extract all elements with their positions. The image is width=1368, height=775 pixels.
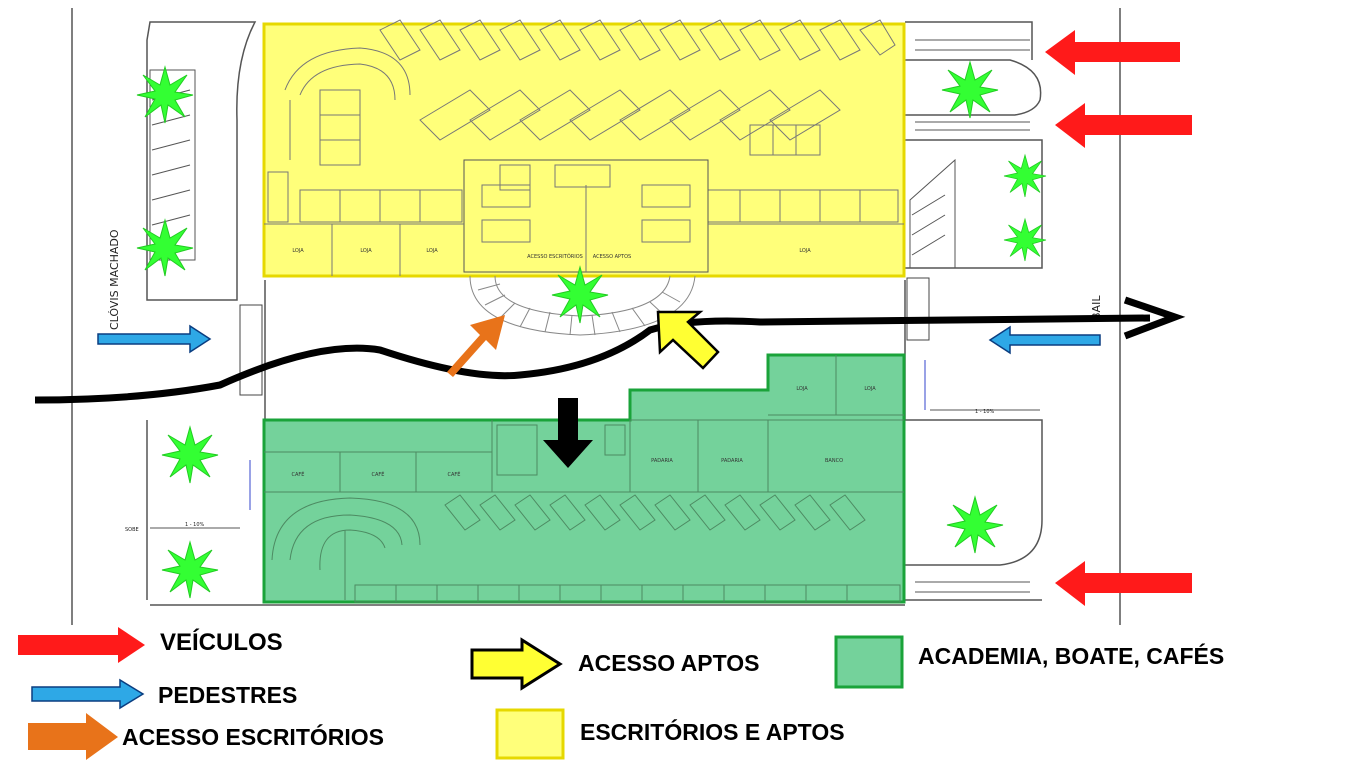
padaria-label-1: PADARIA: [651, 458, 673, 464]
tree-icon: [136, 65, 194, 124]
lane-markers: [150, 39, 1040, 593]
cafe-label-1: CAFÉ: [292, 470, 305, 478]
loja-label-2: LOJA: [360, 248, 372, 254]
legend-office-access-arrow-icon: [28, 713, 118, 760]
loja-label-3: LOJA: [426, 248, 438, 254]
street-label-right: BAIL: [1090, 295, 1103, 320]
legend: [18, 627, 904, 760]
apt-access-arrow-icon: [656, 310, 720, 370]
tree-icon: [1003, 153, 1047, 198]
tree-icon: [136, 218, 194, 277]
pedestrian-arrow-icon: [988, 325, 1101, 355]
loja-label-5: LOJA: [796, 386, 808, 392]
legend-academia-swatch: [834, 635, 904, 689]
right-parking-strip: [909, 158, 956, 269]
legend-vehicle-arrow-icon: [18, 627, 145, 663]
circulation-path: [34, 314, 1151, 404]
tree-icon: [161, 425, 219, 484]
crosswalks: [239, 277, 930, 396]
legend-pedestrian-arrow-icon: [31, 678, 145, 710]
cafe-label-2: CAFÉ: [372, 470, 385, 478]
legend-escritorios-swatch: [495, 708, 565, 760]
cafe-label-3: CAFÉ: [448, 470, 461, 478]
pedestrian-arrow-icon: [97, 324, 212, 354]
loja-label-6: LOJA: [864, 386, 876, 392]
office-access-arrow-icon: [447, 315, 505, 377]
legend-acesso-escritorios-label: ACESSO ESCRITÓRIOS: [122, 724, 384, 750]
legend-pedestres-label: PEDESTRES: [158, 682, 298, 708]
vehicle-arrow-icon: [1055, 561, 1192, 606]
loja-label-4: LOJA: [799, 248, 811, 254]
ramp-label-right: 1 - 10%: [975, 409, 995, 415]
tree-icon: [1003, 217, 1047, 262]
legend-acesso-aptos-label: ACESSO APTOS: [578, 650, 760, 676]
loja-label-1: LOJA: [292, 248, 304, 254]
tree-icon: [551, 265, 609, 324]
banco-label: BANCO: [825, 458, 843, 464]
ramp-label-left: 1 - 10%: [185, 522, 205, 528]
trees: [136, 60, 1047, 599]
circulation-arrow-head-icon: [1123, 296, 1186, 340]
street-outlines: [71, 8, 1121, 625]
padaria-label-2: PADARIA: [721, 458, 743, 464]
vehicle-arrow-icon: [1045, 30, 1180, 75]
legend-veiculos-label: VEÍCULOS: [160, 629, 283, 656]
acesso-escritorios-plan-label: ACESSO ESCRITÓRIOS: [527, 253, 583, 260]
tree-icon: [161, 540, 219, 599]
down-arrow-icon: [543, 398, 593, 468]
legend-academia-label: ACADEMIA, BOATE, CAFÉS: [918, 643, 1225, 669]
tree-icon: [941, 60, 999, 119]
legend-escritorios-aptos-label: ESCRITÓRIOS E APTOS: [580, 719, 845, 745]
acesso-aptos-plan-label: ACESSO APTOS: [593, 254, 631, 260]
vehicle-arrows: [1045, 30, 1192, 606]
pedestrian-arrows: [97, 324, 1101, 355]
sobe-label: SOBE: [125, 527, 139, 533]
academia-boate-cafes-zone: CAFÉ CAFÉ CAFÉ PADARIA PADARIA BANCO LOJ…: [262, 353, 906, 604]
escritorios-aptos-zone: LOJA LOJA LOJA LOJA ACESSO ESCRITÓRIOS A…: [262, 19, 906, 278]
vehicle-arrow-icon: [1055, 103, 1192, 148]
legend-apt-access-arrow-icon: [470, 637, 563, 691]
street-label-left: CLÓVIS MACHADO: [108, 229, 121, 330]
tree-icon: [946, 495, 1004, 554]
